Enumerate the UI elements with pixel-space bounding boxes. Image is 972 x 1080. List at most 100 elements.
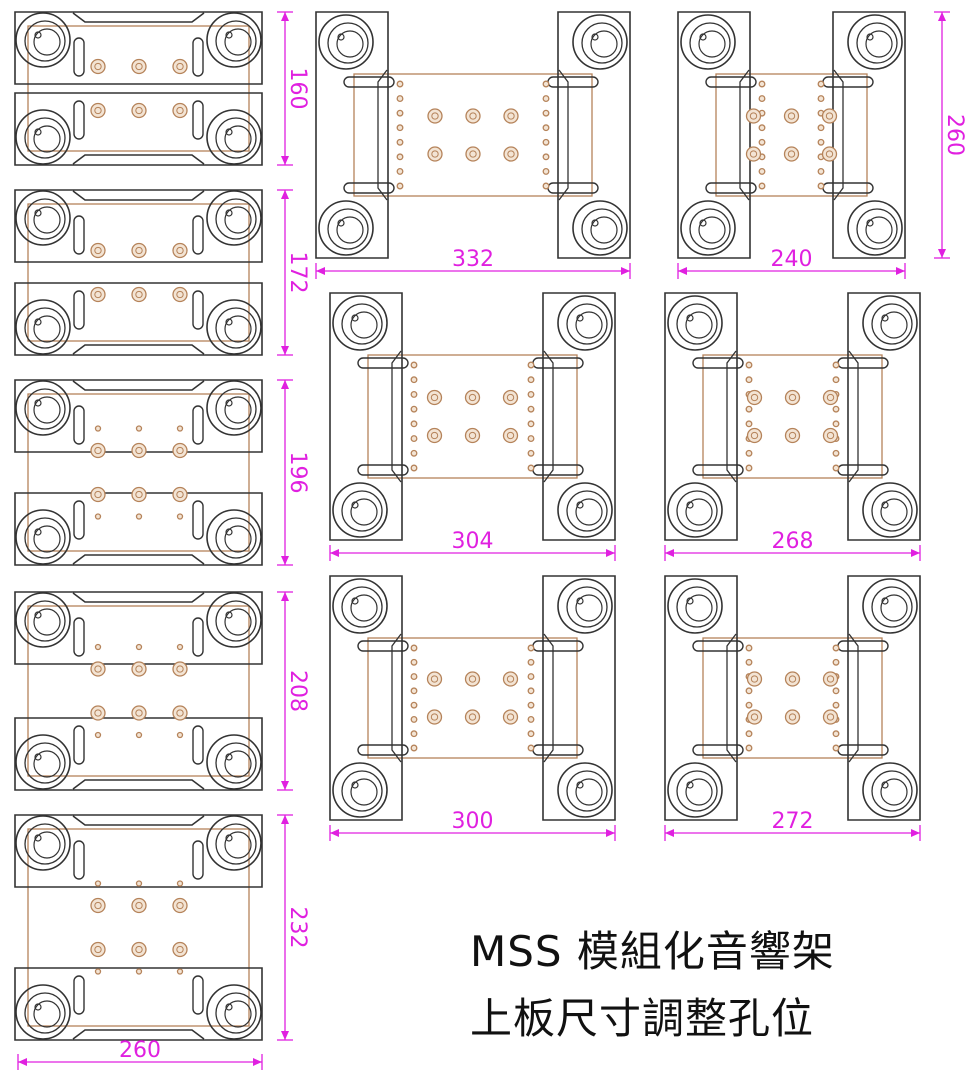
mount-hole-inner [176, 945, 184, 954]
foot-inner-ring [33, 831, 61, 859]
rack-panel-304: 304 [329, 292, 616, 561]
top-plate [27, 25, 250, 152]
foot-outer-ring [206, 984, 262, 1040]
foot-middle-ring [581, 208, 623, 250]
dimension-arrow-icon [621, 267, 630, 275]
mount-hole [172, 705, 188, 721]
mount-hole [745, 701, 753, 709]
adjust-slot [192, 405, 204, 445]
adjust-slot [73, 37, 85, 77]
mount-hole [410, 744, 418, 752]
mount-hole-inner [788, 431, 797, 440]
foot-screw-hole [881, 314, 889, 322]
foot-outer-ring [667, 578, 723, 634]
mount-hole [527, 464, 535, 472]
top-plate [353, 73, 593, 197]
adjust-slot [73, 725, 85, 765]
foot-inner-ring [33, 525, 61, 553]
dimension-arrow-icon [281, 12, 289, 21]
mount-hole-inner [176, 901, 184, 910]
foot-inner-ring [880, 498, 908, 526]
support-bar [14, 282, 263, 356]
mount-hole [176, 731, 184, 739]
mount-hole [396, 95, 404, 103]
foot-screw-hole [225, 528, 233, 536]
foot-outer-ring [206, 734, 262, 790]
horizontal-dimension: 300 [329, 809, 616, 841]
mount-hole [745, 376, 753, 384]
foot-middle-ring [676, 490, 718, 532]
mount-hole [172, 941, 188, 958]
rack-panel-160: 160 [14, 11, 310, 166]
adjust-slot [837, 744, 889, 756]
foot-screw-hole [225, 209, 233, 217]
support-rail [664, 292, 738, 541]
mount-hole [135, 643, 143, 651]
foot-inner-ring [350, 311, 378, 339]
foot-outer-ring [206, 380, 262, 436]
mount-hole [131, 242, 147, 259]
mount-hole-inner [469, 112, 477, 120]
foot-icon [15, 984, 71, 1040]
mount-hole [745, 405, 753, 413]
mount-hole [396, 153, 404, 161]
mount-hole [503, 146, 519, 162]
mount-hole-inner [469, 150, 477, 158]
foot-middle-ring [215, 117, 257, 159]
foot-screw-hole [686, 501, 694, 509]
foot-icon [206, 592, 262, 648]
foot-middle-ring [24, 992, 66, 1034]
mount-hole-inner [506, 393, 515, 402]
mount-hole [822, 427, 839, 444]
support-rail [542, 575, 616, 821]
foot-middle-ring [24, 20, 66, 62]
adjust-slot [692, 640, 744, 652]
foot-inner-ring [33, 28, 61, 56]
foot-middle-ring [566, 770, 608, 812]
foot-middle-ring [566, 303, 608, 345]
top-plate [27, 393, 250, 552]
rail-notch [739, 69, 750, 201]
foot-inner-ring [575, 778, 603, 806]
foot-screw-hole [34, 318, 42, 326]
foot-icon [206, 815, 262, 871]
top-plate [27, 203, 250, 342]
mount-hole-inner [135, 901, 143, 910]
dimension-arrow-icon [665, 549, 674, 557]
foot-icon [847, 200, 903, 256]
foot-screw-hole [699, 33, 707, 41]
foot-screw-hole [576, 781, 584, 789]
mount-hole [746, 709, 763, 725]
horizontal-dimension: 268 [664, 529, 921, 561]
mount-hole [745, 687, 753, 695]
foot-screw-hole [225, 753, 233, 761]
mount-hole [784, 427, 801, 444]
mount-hole [745, 744, 753, 752]
foot-screw-hole [881, 597, 889, 605]
foot-screw-hole [34, 128, 42, 136]
mount-hole [817, 124, 825, 132]
mount-hole-inner [788, 675, 797, 683]
foot-screw-hole [225, 834, 233, 842]
mount-hole-inner [176, 106, 184, 115]
mount-hole [410, 390, 418, 398]
foot-screw-hole [576, 314, 584, 322]
mount-hole [758, 80, 766, 88]
vertical-dimension: 208 [277, 591, 310, 791]
foot-icon [667, 762, 723, 818]
foot-icon [318, 200, 374, 256]
foot-outer-ring [206, 509, 262, 565]
mount-hole [832, 687, 840, 695]
foot-middle-ring [24, 117, 66, 159]
rack-panel-208: 208 [14, 591, 310, 791]
mount-hole-inner [135, 490, 143, 499]
adjust-slot [192, 290, 204, 330]
mount-hole-inner [750, 393, 759, 402]
foot-inner-ring [590, 30, 618, 58]
foot-middle-ring [676, 770, 718, 812]
top-plate [367, 354, 578, 479]
dimension-label: 240 [771, 247, 813, 272]
mount-hole-inner [430, 393, 439, 402]
foot-outer-ring [15, 109, 71, 165]
support-bar [14, 967, 263, 1041]
